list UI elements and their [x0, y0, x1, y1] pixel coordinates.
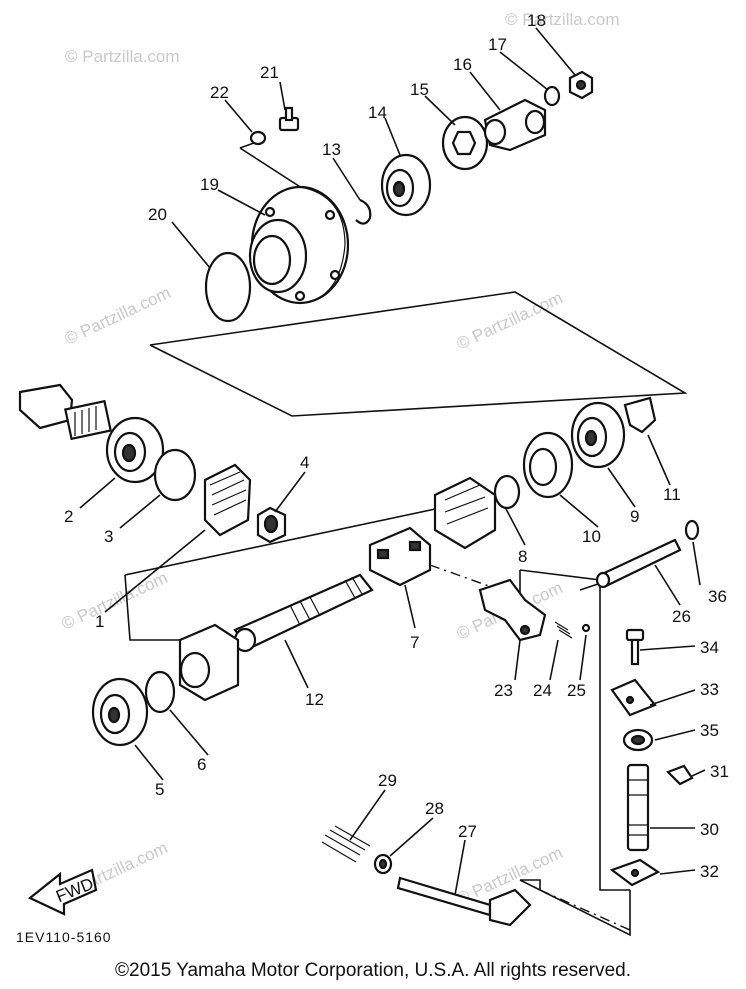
callout-32: 32	[700, 862, 719, 881]
part-23-shift-fork	[478, 578, 547, 642]
callout-1: 1	[95, 612, 104, 631]
part-10-seal	[522, 431, 574, 499]
callout-17: 17	[488, 35, 507, 54]
part-16-yoke	[483, 98, 547, 152]
callout-8: 8	[518, 547, 527, 566]
part-8-shim	[493, 474, 521, 510]
fwd-arrow: FWD	[27, 868, 98, 916]
part-21-bolt	[278, 106, 300, 132]
callout-16: 16	[453, 55, 472, 74]
watermark: © Partzilla.com	[65, 47, 180, 66]
callout-23: 23	[494, 681, 513, 700]
part-15-oil-seal	[441, 115, 489, 171]
part-8-gear	[433, 476, 497, 550]
part-28-nut	[373, 853, 393, 875]
callout-10: 10	[582, 527, 601, 546]
callout-14: 14	[368, 103, 387, 122]
part-6-shim	[144, 670, 176, 714]
callout-18: 18	[527, 11, 546, 30]
callout-20: 20	[148, 205, 167, 224]
part-3-ring	[153, 448, 197, 502]
part-34-bolt	[625, 628, 645, 666]
callout-28: 28	[425, 799, 444, 818]
part-7-clutch-dog	[368, 526, 432, 587]
part-20-o-ring	[204, 251, 252, 323]
callout-15: 15	[410, 80, 429, 99]
part-26-shift-shaft	[595, 538, 682, 589]
part-19-housing	[248, 185, 350, 305]
callout-6: 6	[197, 755, 206, 774]
callout-7: 7	[410, 633, 419, 652]
parts-diagram: © Partzilla.com © Partzilla.com © Partzi…	[16, 10, 729, 945]
part-4-nut	[256, 506, 287, 544]
callout-9: 9	[630, 507, 639, 526]
part-1-gear	[203, 463, 252, 537]
part-13-circlip	[355, 198, 372, 225]
leader-lines	[79, 27, 706, 896]
callout-30: 30	[700, 820, 719, 839]
part-11-clip	[623, 396, 657, 434]
callout-3: 3	[104, 527, 113, 546]
copyright-notice: ©2015 Yamaha Motor Corporation, U.S.A. A…	[115, 960, 631, 981]
part-22-washer	[249, 130, 267, 146]
callout-numbers: 18 17 16 15 14 13 21 22 19 20 4 2 3 8 10…	[64, 11, 729, 881]
callout-11: 11	[663, 485, 681, 504]
part-36-ring	[684, 519, 700, 541]
part-27-shift-rod	[396, 876, 532, 927]
part-gear-lower	[178, 623, 240, 702]
callout-36: 36	[708, 587, 727, 606]
part-17-washer	[543, 85, 561, 107]
callout-12: 12	[305, 690, 324, 709]
watermark: © Partzilla.com	[62, 283, 174, 349]
part-35-nut	[622, 728, 654, 752]
callout-35: 35	[700, 721, 719, 740]
part-5-bearing	[91, 677, 149, 747]
part-31-clip	[666, 764, 694, 786]
part-24-spring	[554, 621, 573, 639]
watermark: © Partzilla.com	[59, 568, 171, 634]
callout-25: 25	[567, 681, 586, 700]
part-14-bearing	[380, 153, 432, 217]
callout-4: 4	[300, 453, 309, 472]
callout-29: 29	[378, 771, 397, 790]
diagram-code: 1EV110-5160	[16, 929, 112, 945]
callout-5: 5	[155, 780, 164, 799]
part-25-ball	[581, 623, 591, 633]
callout-27: 27	[458, 822, 477, 841]
callout-19: 19	[200, 175, 219, 194]
callout-26: 26	[672, 607, 691, 626]
part-29-spring	[321, 825, 371, 863]
part-9-bearing	[570, 401, 626, 469]
callout-13: 13	[322, 140, 341, 159]
part-2-bearing	[105, 416, 165, 484]
callout-22: 22	[210, 83, 229, 102]
callout-34: 34	[700, 638, 719, 657]
part-32-arm	[609, 858, 661, 887]
callout-2: 2	[64, 507, 73, 526]
output-shaft-stub	[18, 383, 112, 441]
callout-24: 24	[533, 681, 552, 700]
part-30-shaft	[626, 763, 650, 852]
part-18-nut	[568, 70, 594, 100]
callout-33: 33	[700, 680, 719, 699]
part-33-plate	[610, 678, 657, 717]
callout-21: 21	[260, 63, 279, 82]
callout-31: 31	[710, 762, 729, 781]
part-12-shaft	[233, 573, 374, 653]
watermark: © Partzilla.com	[505, 10, 620, 29]
